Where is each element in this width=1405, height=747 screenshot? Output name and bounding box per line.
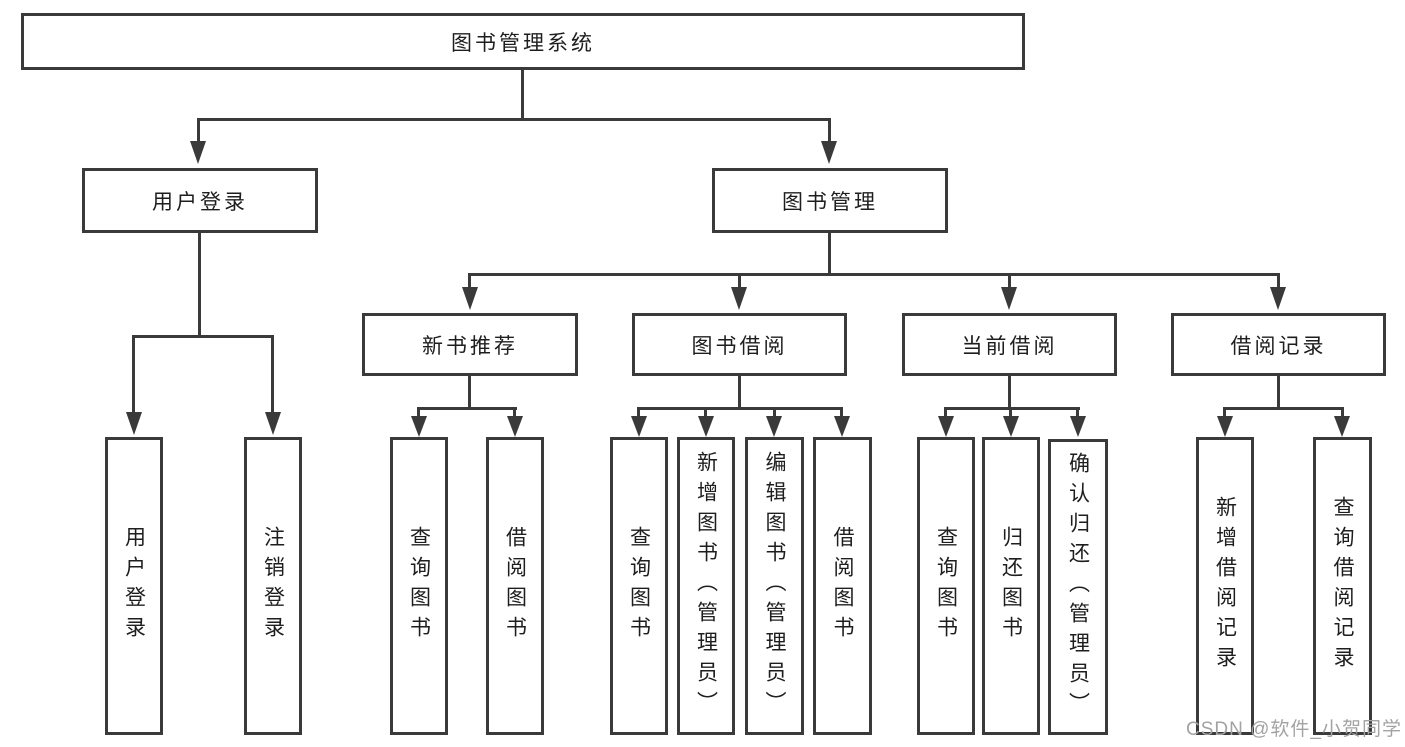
leaf-bb-add-books-admin: 新增图书（管理员） xyxy=(677,437,735,735)
arrowhead-down-icon xyxy=(938,416,954,437)
node-root: 图书管理系统 xyxy=(21,13,1025,70)
leaf-bb-borrow-books: 借阅图书 xyxy=(813,437,872,735)
connector-line xyxy=(1008,376,1011,407)
leaf-label: 查询图书 xyxy=(407,526,431,646)
leaf-cb-confirm-return-admin: 确认归还（管理员） xyxy=(1048,439,1108,735)
connector-line xyxy=(944,407,947,416)
connector-line xyxy=(197,118,831,121)
leaf-label: 编辑图书（管理员） xyxy=(763,451,786,721)
leaf-bb-edit-books-admin: 编辑图书（管理员） xyxy=(745,437,804,735)
leaf-label: 归还图书 xyxy=(999,526,1023,646)
watermark: CSDN @软件_小贺同学 xyxy=(1186,719,1402,740)
arrowhead-down-icon xyxy=(265,412,281,435)
arrowhead-down-icon xyxy=(821,141,837,164)
connector-line xyxy=(773,407,776,416)
arrowhead-down-icon xyxy=(507,416,523,437)
connector-line xyxy=(1076,407,1079,416)
connector-line xyxy=(738,376,741,407)
connector-line xyxy=(944,407,1080,410)
connector-line xyxy=(1341,407,1344,416)
node-label: 图书借阅 xyxy=(691,334,788,358)
leaf-label: 新增图书（管理员） xyxy=(694,451,718,721)
connector-line xyxy=(468,273,1280,276)
connector-line xyxy=(637,407,640,416)
connector-line xyxy=(132,335,274,338)
leaf-nb-query-books: 查询图书 xyxy=(390,437,448,735)
connector-line xyxy=(1277,376,1280,407)
arrowhead-down-icon xyxy=(1270,287,1286,310)
connector-line xyxy=(828,233,831,273)
leaf-label: 查询图书 xyxy=(627,526,651,646)
connector-line xyxy=(738,273,741,287)
node-label: 图书管理 xyxy=(782,190,878,214)
connector-line xyxy=(468,376,471,407)
node-borrow-records: 借阅记录 xyxy=(1171,313,1386,376)
leaf-user-login: 用户登录 xyxy=(105,437,163,735)
connector-line xyxy=(1223,407,1226,416)
node-current-borrow: 当前借阅 xyxy=(902,313,1117,376)
node-label: 图书管理系统 xyxy=(451,31,595,55)
arrowhead-down-icon xyxy=(1070,416,1086,437)
leaf-br-query-borrow-record: 查询借阅记录 xyxy=(1313,437,1372,735)
node-new-book-recommend: 新书推荐 xyxy=(362,313,578,376)
connector-line xyxy=(828,118,831,143)
connector-line xyxy=(513,407,516,416)
leaf-label: 注销登录 xyxy=(261,526,285,646)
arrowhead-down-icon xyxy=(126,412,142,435)
arrowhead-down-icon xyxy=(766,416,782,437)
connector-line xyxy=(704,407,707,416)
leaf-br-add-borrow-record: 新增借阅记录 xyxy=(1196,437,1254,735)
connector-line xyxy=(1223,407,1344,410)
connector-line xyxy=(417,407,420,416)
connector-line xyxy=(521,70,524,118)
connector-line xyxy=(197,118,200,143)
leaf-label: 确认归还（管理员） xyxy=(1066,452,1090,722)
leaf-bb-query-books: 查询图书 xyxy=(610,437,668,735)
leaf-label: 新增借阅记录 xyxy=(1213,496,1237,676)
arrowhead-down-icon xyxy=(1217,416,1233,437)
arrowhead-down-icon xyxy=(631,416,647,437)
connector-line xyxy=(1277,273,1280,287)
connector-line xyxy=(840,407,843,416)
leaf-nb-borrow-books: 借阅图书 xyxy=(486,437,544,735)
leaf-cb-query-books: 查询图书 xyxy=(917,437,975,735)
connector-line xyxy=(1009,407,1012,416)
node-book-management: 图书管理 xyxy=(712,168,948,233)
leaf-label: 借阅图书 xyxy=(503,526,527,646)
arrowhead-down-icon xyxy=(411,416,427,437)
arrowhead-down-icon xyxy=(1003,416,1019,437)
leaf-logout-login: 注销登录 xyxy=(244,437,302,735)
arrowhead-down-icon xyxy=(834,416,850,437)
arrowhead-down-icon xyxy=(190,141,206,164)
connector-line xyxy=(468,273,471,287)
arrowhead-down-icon xyxy=(698,416,714,437)
arrowhead-down-icon xyxy=(1334,416,1350,437)
leaf-label: 用户登录 xyxy=(122,526,146,646)
leaf-label: 查询借阅记录 xyxy=(1331,496,1354,676)
connector-line xyxy=(417,407,517,410)
node-book-borrow: 图书借阅 xyxy=(632,313,847,376)
node-label: 当前借阅 xyxy=(961,334,1058,358)
connector-line xyxy=(637,407,843,410)
leaf-label: 查询图书 xyxy=(934,526,958,646)
connector-line xyxy=(198,233,201,335)
connector-line xyxy=(132,335,135,412)
arrowhead-down-icon xyxy=(1001,287,1017,310)
connector-line xyxy=(271,335,274,412)
node-label: 新书推荐 xyxy=(422,334,518,358)
leaf-label: 借阅图书 xyxy=(831,526,854,646)
arrowhead-down-icon xyxy=(462,287,478,310)
arrowhead-down-icon xyxy=(731,287,747,310)
connector-line xyxy=(1008,273,1011,287)
leaf-cb-return-books: 归还图书 xyxy=(982,437,1040,735)
node-user-login: 用户登录 xyxy=(82,168,318,233)
node-label: 借阅记录 xyxy=(1230,334,1327,358)
node-label: 用户登录 xyxy=(152,190,248,214)
